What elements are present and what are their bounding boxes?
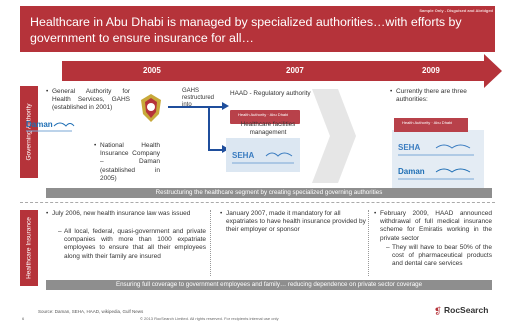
abu-dhabi-crest-icon bbox=[141, 94, 161, 122]
title-bar bbox=[20, 6, 495, 52]
timeline-arrow-head bbox=[484, 54, 502, 88]
year-2005: 2005 bbox=[143, 66, 161, 75]
governing-banner: Restructuring the healthcare segment by … bbox=[46, 188, 492, 198]
gahs-text: General Authority for Health Services, G… bbox=[46, 88, 130, 113]
arrow-to-haad-head bbox=[222, 102, 229, 110]
page-title: Healthcare in Abu Dhabi is managed by sp… bbox=[30, 15, 462, 45]
seha-logo-icon: SEHA bbox=[232, 151, 294, 164]
sample-note: Sample Only - Disguised and Abridged bbox=[419, 8, 493, 13]
insurance-2006-subtext-body: All local, federal, quasi-government and… bbox=[64, 228, 206, 260]
insurance-2009-subtext: – They will have to bear 50% of the cost… bbox=[386, 244, 492, 269]
sub-bullet-icon: – bbox=[58, 228, 62, 235]
arrow-to-seha-line bbox=[208, 149, 224, 151]
haad-logo-text: Health Authority · Abu Dhabi bbox=[238, 112, 289, 117]
column-divider-1 bbox=[210, 210, 211, 276]
daman-logo-2009-text: Daman bbox=[398, 167, 425, 176]
insurance-2006-subtext: – All local, federal, quasi-government a… bbox=[58, 228, 206, 261]
column-divider-2 bbox=[368, 210, 369, 276]
rocsearch-logo: RocSearch bbox=[444, 305, 489, 315]
seha-logo-2009-text: SEHA bbox=[398, 143, 420, 152]
insurance-2009-subtext-body: They will have to bear 50% of the cost o… bbox=[392, 244, 492, 268]
seha-logo-text: SEHA bbox=[232, 151, 254, 160]
seha-box bbox=[226, 138, 300, 172]
haad-logo: Health Authority · Abu Dhabi bbox=[230, 110, 300, 124]
haad-label: HAAD - Regulatory authority bbox=[230, 90, 311, 97]
arrow-to-haad-line bbox=[168, 106, 224, 108]
currently-text: Currently there are three authorities: bbox=[390, 88, 488, 104]
transition-chevron bbox=[312, 89, 356, 183]
haad-logo-2009: Health Authority · Abu Dhabi bbox=[394, 118, 468, 132]
year-2007: 2007 bbox=[286, 66, 304, 75]
insurance-side-text: Healthcare Insurance bbox=[25, 217, 33, 279]
insurance-side-label: Healthcare Insurance bbox=[20, 210, 38, 286]
footer-source: Source: Daman, SEHA, HAAD, wikipedia, Gu… bbox=[38, 309, 144, 314]
insurance-2009-text: February 2009, HAAD announced withdrawal… bbox=[374, 210, 492, 243]
sub-bullet-icon-2: – bbox=[386, 244, 390, 251]
haad-logo-2009-text: Health Authority · Abu Dhabi bbox=[402, 120, 453, 125]
insurance-2007-text: January 2007, made it mandatory for all … bbox=[220, 210, 366, 235]
daman-logo-text: Daman bbox=[26, 120, 53, 129]
page-number: 6 bbox=[22, 316, 25, 321]
timeline-arrow-bar bbox=[62, 61, 484, 81]
rocsearch-logo-icon: ❡ bbox=[434, 306, 442, 316]
section-divider bbox=[20, 202, 495, 203]
facilities-label: Healthcare facilities management bbox=[240, 121, 296, 137]
arrow-vertical-line bbox=[208, 106, 210, 150]
seha-logo-2009-icon: SEHA bbox=[398, 143, 474, 156]
daman-text: National Health Insurance Company – Dama… bbox=[94, 142, 160, 183]
governing-side-label: Governing Authority bbox=[20, 86, 38, 178]
insurance-banner: Ensuring full coverage to government emp… bbox=[46, 280, 492, 290]
daman-logo-2009-icon: Daman bbox=[398, 167, 474, 180]
daman-logo-icon: Daman bbox=[26, 120, 75, 132]
footer-copyright: © 2013 RocSearch Limited. All rights res… bbox=[140, 316, 279, 321]
three-authorities-box bbox=[392, 130, 484, 190]
gahs-restructured-label: GAHS restructured into bbox=[182, 88, 215, 108]
insurance-2006-text: July 2006, new health insurance law was … bbox=[46, 210, 202, 218]
year-2009: 2009 bbox=[422, 66, 440, 75]
arrow-to-seha-head bbox=[222, 145, 229, 153]
